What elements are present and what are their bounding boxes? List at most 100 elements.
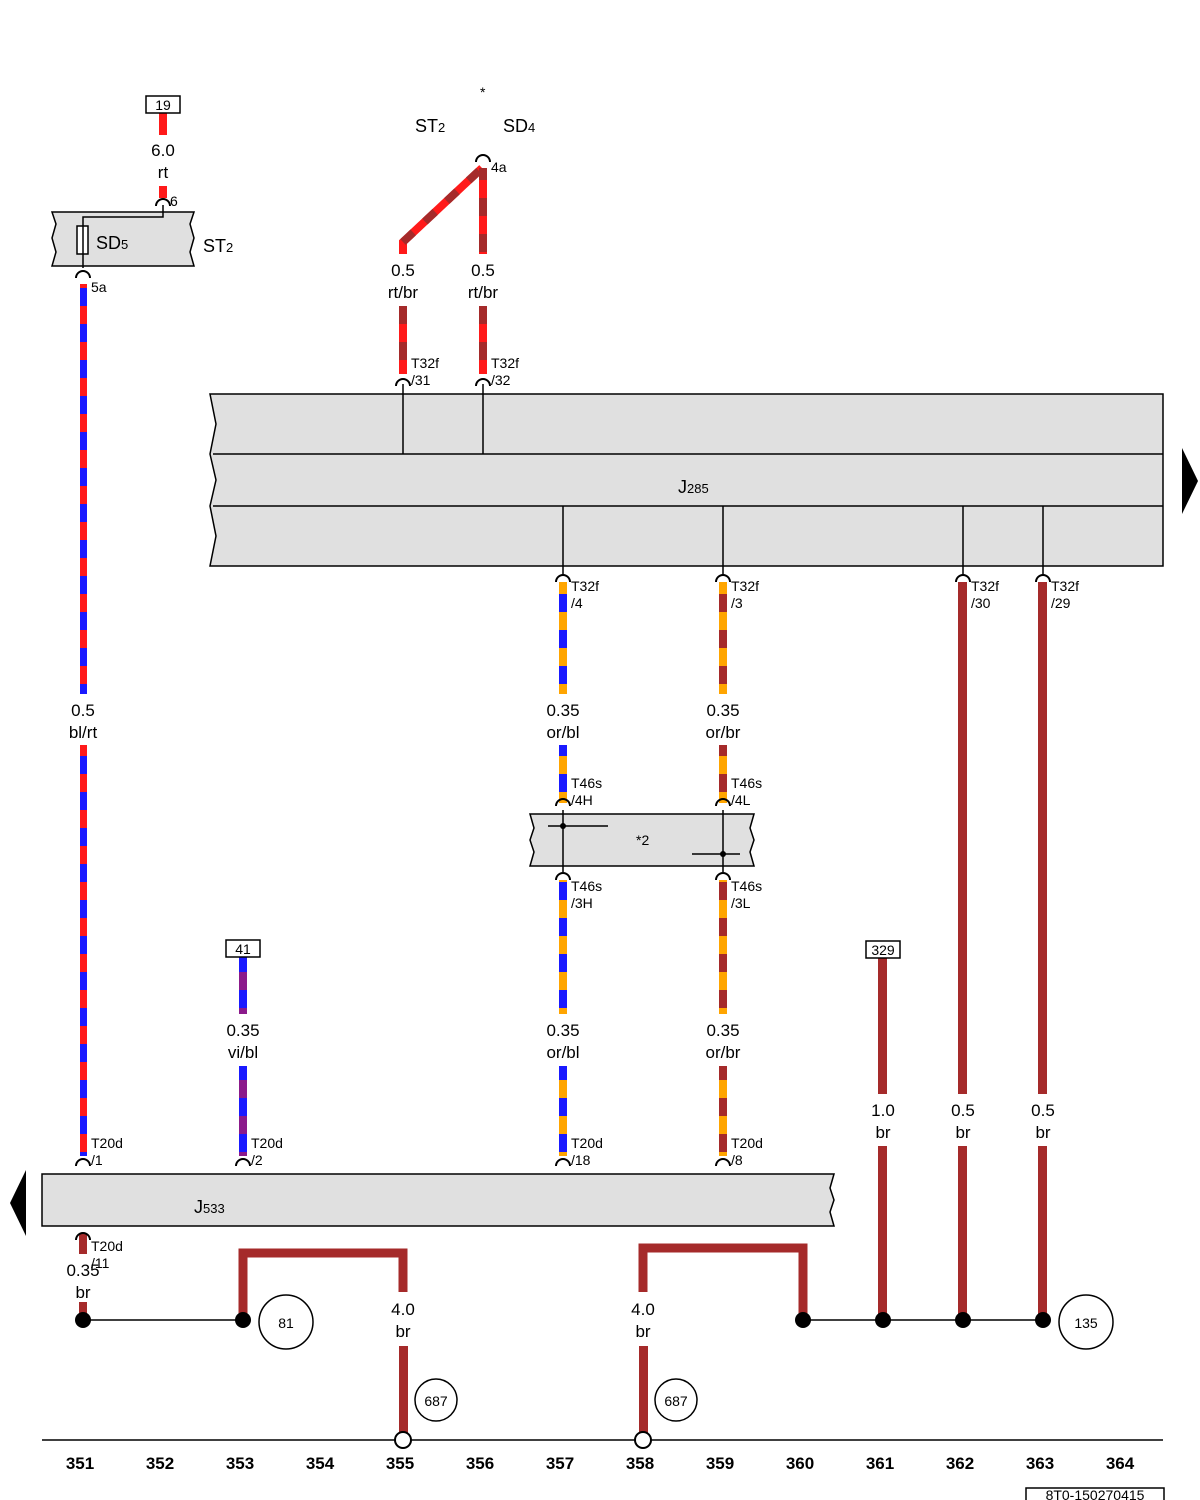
pin-label: T32f bbox=[491, 355, 519, 371]
wire-br-segment bbox=[1038, 1146, 1047, 1320]
splice-point bbox=[1035, 1312, 1051, 1328]
wire-br-segment bbox=[1038, 582, 1047, 1094]
pin-label: T46s bbox=[571, 775, 602, 791]
wire-rtbr-segment bbox=[479, 168, 487, 254]
wire-br-segment bbox=[878, 1146, 887, 1320]
wire-color: or/br bbox=[706, 1043, 741, 1062]
reference-circle bbox=[258, 1294, 314, 1350]
reference-41: 41 bbox=[235, 941, 251, 957]
pin-label: /31 bbox=[411, 372, 431, 388]
ground-point bbox=[394, 1431, 412, 1449]
intermediate-connector-body bbox=[529, 813, 755, 867]
reference-329: 329 bbox=[871, 942, 895, 958]
wire-color: br bbox=[1035, 1123, 1050, 1142]
wire-size: 0.35 bbox=[706, 701, 739, 720]
control-unit-j285-label: J bbox=[678, 477, 687, 497]
column-number: 362 bbox=[946, 1454, 974, 1473]
wire-br-segment bbox=[958, 582, 967, 1094]
column-number: 353 bbox=[226, 1454, 254, 1473]
column-number: 364 bbox=[1106, 1454, 1135, 1473]
pin-label: /30 bbox=[971, 595, 991, 611]
splice-point bbox=[875, 1312, 891, 1328]
splice-point bbox=[795, 1312, 811, 1328]
circle-687-b: 687 bbox=[664, 1393, 688, 1409]
column-number: 355 bbox=[386, 1454, 414, 1473]
svg-text:ST2: ST2 bbox=[203, 236, 233, 256]
wire-rt-segment bbox=[159, 186, 167, 198]
circle-81: 81 bbox=[278, 1315, 294, 1331]
wire-color: rt bbox=[158, 163, 169, 182]
wire-color: br bbox=[395, 1322, 410, 1341]
wire-vibl-segment bbox=[239, 956, 247, 1014]
pin-label: /4L bbox=[731, 792, 751, 808]
pin-label: T46s bbox=[571, 878, 602, 894]
splice-point bbox=[75, 1312, 91, 1328]
pin-label: /11 bbox=[91, 1255, 110, 1271]
circle-687-a: 687 bbox=[424, 1393, 448, 1409]
wire-rtbr-segment bbox=[479, 306, 487, 374]
arrow-right-icon bbox=[1182, 448, 1198, 514]
pin-label: /3L bbox=[731, 895, 751, 911]
column-number: 351 bbox=[66, 1454, 94, 1473]
splice-point bbox=[235, 1312, 251, 1328]
control-unit-j533-label: J bbox=[194, 1197, 203, 1217]
ground-point bbox=[634, 1431, 652, 1449]
pin-label: T32f bbox=[411, 355, 439, 371]
fuse-internal-trace bbox=[82, 205, 164, 268]
splice-point bbox=[955, 1312, 971, 1328]
wire-color: rt/br bbox=[388, 283, 419, 302]
wire-color: rt/br bbox=[468, 283, 499, 302]
pin-label: T20d bbox=[731, 1135, 763, 1151]
wire-br-segment bbox=[878, 958, 887, 1094]
reference-box bbox=[145, 95, 181, 114]
wire-rtbr-segment bbox=[399, 306, 407, 374]
pin-label: T46s bbox=[731, 775, 762, 791]
pin-label: T32f bbox=[1051, 578, 1079, 594]
wire-orbl-segment bbox=[559, 880, 567, 1014]
wire-vibl-segment bbox=[239, 1066, 247, 1156]
pin-label: /32 bbox=[491, 372, 511, 388]
wire-color: br bbox=[635, 1322, 650, 1341]
fuse-box-housing-sub: 2 bbox=[226, 240, 233, 255]
pin-label: /3 bbox=[731, 595, 743, 611]
pin-label: /4H bbox=[571, 792, 593, 808]
wire-blrt-segment bbox=[80, 745, 87, 1156]
pin-label: T20d bbox=[251, 1135, 283, 1151]
pin-label: T20d bbox=[91, 1238, 123, 1254]
wire-orbr-segment bbox=[719, 880, 727, 1014]
wire-size: 0.5 bbox=[951, 1101, 975, 1120]
wire-color: bl/rt bbox=[69, 723, 98, 742]
ground-wire-left bbox=[238, 1248, 408, 1320]
column-number: 359 bbox=[706, 1454, 734, 1473]
pin-label: T46s bbox=[731, 878, 762, 894]
svg-text:J533: J533 bbox=[194, 1197, 225, 1217]
svg-text:SD4: SD4 bbox=[503, 116, 535, 136]
pin-label: /4 bbox=[571, 595, 583, 611]
arrow-left-icon bbox=[10, 1170, 26, 1236]
wire-orbl-segment bbox=[559, 1066, 567, 1156]
wire-size: 4.0 bbox=[391, 1300, 415, 1319]
document-id-box bbox=[1025, 1487, 1165, 1500]
svg-text:J285: J285 bbox=[678, 477, 709, 497]
ground-wire-right bbox=[638, 1243, 808, 1320]
wire-color: vi/bl bbox=[228, 1043, 258, 1062]
column-numbers: 351 352 353 354 355 356 357 358 359 360 … bbox=[66, 1454, 1135, 1473]
pin-label: /29 bbox=[1051, 595, 1071, 611]
wire-size: 0.35 bbox=[66, 1261, 99, 1280]
column-number: 363 bbox=[1026, 1454, 1054, 1473]
fuse-top-label-a-sub: 2 bbox=[438, 120, 445, 135]
wire-orbl-segment bbox=[559, 582, 567, 694]
fuse-top-label-a: ST bbox=[415, 116, 438, 136]
wire-orbr-segment bbox=[719, 1066, 727, 1156]
reference-box bbox=[225, 939, 261, 958]
reference-circle bbox=[414, 1378, 458, 1422]
pin-label: 5a bbox=[91, 279, 107, 295]
control-unit-j285-sub: 285 bbox=[687, 481, 709, 496]
fuse-top-label-b: SD bbox=[503, 116, 528, 136]
wire-orbl-segment bbox=[559, 745, 567, 803]
pin-label: T20d bbox=[91, 1135, 123, 1151]
wire-orbr-segment bbox=[719, 745, 727, 803]
reference-circle bbox=[654, 1378, 698, 1422]
wire-size: 0.5 bbox=[391, 261, 415, 280]
